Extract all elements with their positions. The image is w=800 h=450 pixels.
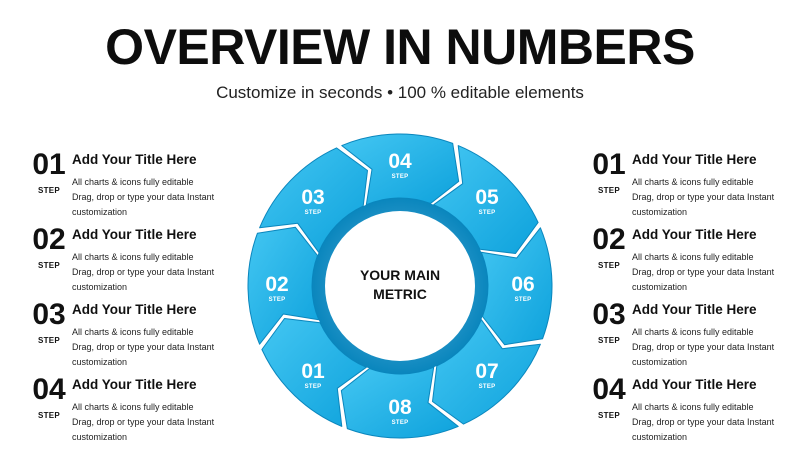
wheel-segment-06 bbox=[480, 227, 553, 346]
step-desc-line: All charts & icons fully editable bbox=[72, 327, 194, 337]
step-desc-line: All charts & icons fully editable bbox=[72, 177, 194, 187]
step-desc-line: All charts & icons fully editable bbox=[72, 402, 194, 412]
step-number: 04 bbox=[592, 373, 626, 406]
step-title: Add Your Title Here bbox=[632, 302, 757, 317]
step-desc-line: Drag, drop or type your data Instant bbox=[632, 192, 775, 202]
step-label: STEP bbox=[597, 186, 621, 195]
step-title: Add Your Title Here bbox=[632, 152, 757, 167]
step-item: 04 STEP Add Your Title Here All charts &… bbox=[588, 375, 783, 450]
step-number: 01 bbox=[592, 148, 626, 181]
wheel-segment-01 bbox=[261, 318, 367, 427]
step-description: All charts & icons fully editable Drag, … bbox=[72, 325, 232, 370]
step-description: All charts & icons fully editable Drag, … bbox=[632, 175, 792, 220]
step-number: 03 bbox=[592, 298, 626, 331]
wheel-segment-step-label: STEP bbox=[515, 297, 532, 303]
step-number: 01 bbox=[32, 148, 66, 181]
step-item: 01 STEP Add Your Title Here All charts &… bbox=[28, 150, 223, 225]
step-desc-line: Drag, drop or type your data Instant bbox=[72, 342, 215, 352]
wheel-segment-07 bbox=[432, 319, 541, 425]
step-label: STEP bbox=[37, 336, 61, 345]
step-item: 03 STEP Add Your Title Here All charts &… bbox=[588, 300, 783, 375]
step-label: STEP bbox=[597, 411, 621, 420]
page-title: OVERVIEW IN NUMBERS bbox=[105, 19, 695, 75]
step-desc-line: All charts & icons fully editable bbox=[632, 327, 754, 337]
step-description: All charts & icons fully editable Drag, … bbox=[632, 400, 792, 445]
step-desc-line: customization bbox=[72, 207, 128, 217]
step-desc-line: All charts & icons fully editable bbox=[632, 252, 754, 262]
wheel-segment-04 bbox=[341, 133, 460, 206]
step-title: Add Your Title Here bbox=[72, 152, 197, 167]
wheel-segment-step-label: STEP bbox=[392, 174, 409, 180]
wheel-center-label: YOUR MAIN METRIC bbox=[330, 266, 470, 304]
step-desc-line: Drag, drop or type your data Instant bbox=[632, 267, 775, 277]
wheel-segment-05 bbox=[433, 145, 539, 254]
wheel-segment-number: 02 bbox=[265, 273, 288, 296]
step-number: 03 bbox=[32, 298, 66, 331]
step-item: 03 STEP Add Your Title Here All charts &… bbox=[28, 300, 223, 375]
step-desc-line: All charts & icons fully editable bbox=[632, 177, 754, 187]
wheel-segment-step-label: STEP bbox=[269, 297, 286, 303]
step-desc-line: customization bbox=[72, 432, 128, 442]
step-desc-line: Drag, drop or type your data Instant bbox=[72, 192, 215, 202]
step-title: Add Your Title Here bbox=[72, 377, 197, 392]
step-number: 02 bbox=[32, 223, 66, 256]
wheel-segment-number: 07 bbox=[475, 360, 498, 383]
page-subtitle: Customize in seconds • 100 % editable el… bbox=[216, 83, 584, 102]
step-desc-line: customization bbox=[72, 282, 128, 292]
step-label: STEP bbox=[37, 411, 61, 420]
wheel-segment-number: 05 bbox=[475, 186, 499, 209]
step-description: All charts & icons fully editable Drag, … bbox=[632, 325, 792, 370]
wheel-segment-step-label: STEP bbox=[305, 384, 322, 390]
step-desc-line: customization bbox=[632, 207, 688, 217]
step-desc-line: customization bbox=[632, 357, 688, 367]
step-desc-line: customization bbox=[632, 432, 688, 442]
wheel-segment-number: 01 bbox=[301, 360, 325, 383]
wheel-segment-number: 04 bbox=[388, 150, 412, 173]
step-label: STEP bbox=[597, 336, 621, 345]
step-item: 02 STEP Add Your Title Here All charts &… bbox=[588, 225, 783, 300]
wheel-center-disc bbox=[325, 211, 475, 361]
step-title: Add Your Title Here bbox=[632, 377, 757, 392]
step-label: STEP bbox=[37, 261, 61, 270]
left-step-list: 01 STEP Add Your Title Here All charts &… bbox=[28, 150, 223, 450]
step-number: 02 bbox=[592, 223, 626, 256]
wheel-segment-number: 06 bbox=[511, 273, 534, 296]
step-number: 04 bbox=[32, 373, 66, 406]
wheel-segment-step-label: STEP bbox=[305, 210, 322, 216]
center-label-line-1: YOUR MAIN bbox=[359, 267, 441, 283]
step-description: All charts & icons fully editable Drag, … bbox=[72, 250, 232, 295]
right-step-list: 01 STEP Add Your Title Here All charts &… bbox=[588, 150, 783, 450]
step-desc-line: customization bbox=[632, 282, 688, 292]
step-desc-line: customization bbox=[72, 357, 128, 367]
step-label: STEP bbox=[597, 261, 621, 270]
step-label: STEP bbox=[37, 186, 61, 195]
step-item: 02 STEP Add Your Title Here All charts &… bbox=[28, 225, 223, 300]
step-desc-line: Drag, drop or type your data Instant bbox=[632, 342, 775, 352]
step-item: 04 STEP Add Your Title Here All charts &… bbox=[28, 375, 223, 450]
step-title: Add Your Title Here bbox=[72, 302, 197, 317]
center-label-line-2: METRIC bbox=[373, 286, 427, 302]
step-desc-line: Drag, drop or type your data Instant bbox=[632, 417, 775, 427]
step-item: 01 STEP Add Your Title Here All charts &… bbox=[588, 150, 783, 225]
wheel-segment-step-label: STEP bbox=[479, 384, 496, 390]
step-description: All charts & icons fully editable Drag, … bbox=[72, 175, 232, 220]
step-description: All charts & icons fully editable Drag, … bbox=[72, 400, 232, 445]
wheel-segment-08 bbox=[340, 366, 459, 439]
step-desc-line: Drag, drop or type your data Instant bbox=[72, 417, 215, 427]
step-description: All charts & icons fully editable Drag, … bbox=[632, 250, 792, 295]
wheel-segment-03 bbox=[259, 147, 368, 253]
wheel-segment-step-label: STEP bbox=[392, 420, 409, 426]
step-title: Add Your Title Here bbox=[632, 227, 757, 242]
step-desc-line: All charts & icons fully editable bbox=[632, 402, 754, 412]
step-desc-line: All charts & icons fully editable bbox=[72, 252, 194, 262]
step-title: Add Your Title Here bbox=[72, 227, 197, 242]
wheel-segment-number: 08 bbox=[388, 396, 412, 419]
step-desc-line: Drag, drop or type your data Instant bbox=[72, 267, 215, 277]
wheel-segment-step-label: STEP bbox=[479, 210, 496, 216]
wheel-segment-02 bbox=[247, 226, 320, 345]
wheel-segment-number: 03 bbox=[301, 186, 324, 209]
